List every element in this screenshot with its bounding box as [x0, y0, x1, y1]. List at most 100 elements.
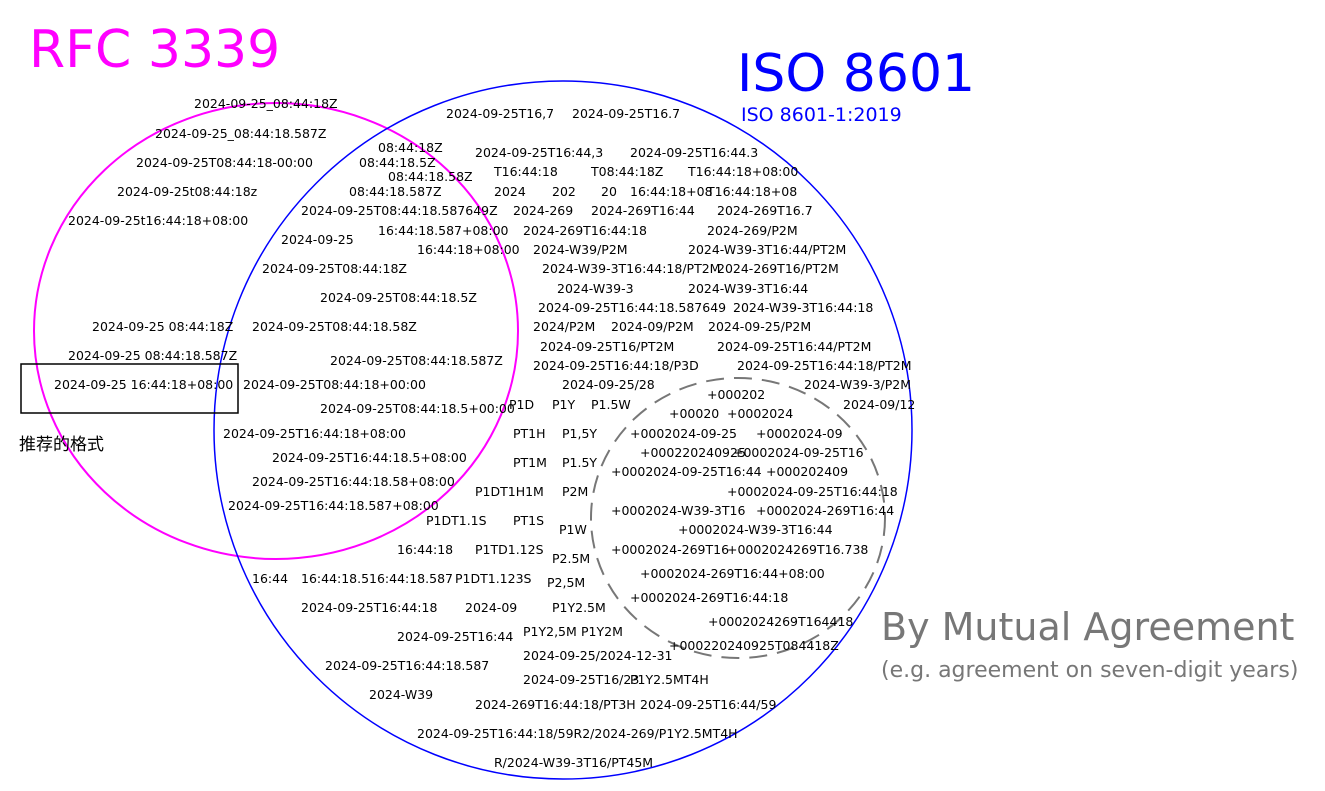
iso8601-title: ISO 8601 [737, 44, 976, 104]
iso-format-label: 16:44:18+08 [630, 184, 713, 199]
agreement-format-label: +0002024-269T16:44:18 [630, 590, 789, 605]
iso-format-label: 2024-269T16:44 [591, 203, 695, 218]
rfc-format-label: 2024-09-25_08:44:18.587Z [155, 126, 327, 141]
iso-format-label: 16:44:18.587 [369, 571, 453, 586]
iso-format-label: 2024-09-25/2024-12-31 [523, 648, 673, 663]
rfc3339-title: RFC 3339 [29, 20, 281, 80]
iso-format-label: P1.5Y [562, 455, 598, 470]
iso-format-label: 16:44:18 [397, 542, 454, 557]
iso8601-subtitle: ISO 8601-1:2019 [741, 104, 902, 126]
iso-format-label: P2M [562, 484, 589, 499]
shared-format-label: 2024-09-25T08:44:18Z [262, 261, 407, 276]
iso-format-label: 2024-09-25T16:44:18.587 [325, 658, 490, 673]
agreement-format-label: +0002024-269T16:44+08:00 [640, 566, 825, 581]
iso-format-label: 2024-09-25/28 [562, 377, 655, 392]
shared-format-label: 08:44:18Z [378, 140, 443, 155]
agreement-format-label: +0002024-09-25T16 [733, 445, 864, 460]
iso-format-label: P2,5M [547, 575, 586, 590]
agreement-format-label: +000220240925T084418Z [669, 638, 839, 653]
iso-format-label: 2024-W39 [369, 687, 434, 702]
shared-format-label: 16:44:18.587+08:00 [378, 223, 509, 238]
iso-format-label: 2024-09-25T16:44.3 [630, 145, 759, 160]
agreement-format-label: +0002024-09-25T16:44 [611, 464, 762, 479]
iso-format-label: P1Y2,5M [523, 624, 577, 639]
iso-format-label: 2024-09-25/P2M [708, 319, 812, 334]
rfc-format-label: 2024-09-25 08:44:18.587Z [68, 348, 238, 363]
iso-format-label: P1.5W [591, 397, 631, 412]
iso-format-label: 2024-09 [465, 600, 518, 615]
iso-format-label: P1Y2.5MT4H [630, 672, 709, 687]
shared-format-label: 2024-09-25 [281, 232, 354, 247]
shared-format-label: 2024-09-25T08:44:18+00:00 [243, 377, 426, 392]
iso-format-label: PT1M [513, 455, 547, 470]
agreement-format-label: +0002024-W39-3T16:44 [678, 522, 833, 537]
agreement-title: By Mutual Agreement [881, 605, 1295, 649]
iso-format-label: 202 [552, 184, 576, 199]
iso-format-label: 2024-09-25T16,7 [446, 106, 555, 121]
iso-format-label: P1D [509, 397, 535, 412]
shared-format-label: 2024-09-25T16:44:18.587+08:00 [228, 498, 439, 513]
iso-format-label: 2024-W39/P2M [533, 242, 628, 257]
iso-format-label: T16:44:18 [494, 164, 558, 179]
shared-format-label: 2024-09-25T16:44:18.5+08:00 [272, 450, 467, 465]
shared-format-label: 2024-09-25T08:44:18.587649Z [301, 203, 498, 218]
agreement-subtitle: (e.g. agreement on seven-digit years) [881, 658, 1299, 683]
iso-format-label: T16:44:18+08 [707, 184, 798, 199]
rfc-format-label: 2024-09-25T08:44:18-00:00 [136, 155, 313, 170]
shared-format-label: 2024-09-25T08:44:18.587Z [330, 353, 503, 368]
agreement-format-label: +000220240925 [640, 445, 746, 460]
iso-format-label: 2024-09/12 [843, 397, 916, 412]
iso-format-label: 2024-09-25T16:44,3 [475, 145, 604, 160]
iso-format-label: 2024-09-25T16:44:18.587649 [538, 300, 727, 315]
rfc-format-label: 2024-09-25 08:44:18Z [92, 319, 234, 334]
iso-format-label: P2.5M [552, 551, 591, 566]
iso-format-label: 2024-W39-3T16:44 [688, 281, 809, 296]
iso-format-label: 2024-W39-3T16:44:18 [733, 300, 874, 315]
iso-format-label: 2024-09-25T16:44 [397, 629, 514, 644]
agreement-format-label: +0002024-09-25 [630, 426, 737, 441]
recommended-format-label: 推荐的格式 [19, 435, 104, 455]
shared-format-label: 16:44:18+08:00 [417, 242, 520, 257]
iso-format-label: T08:44:18Z [591, 164, 664, 179]
iso-format-label: P1DT1H1M [475, 484, 544, 499]
iso-format-label: 2024-09-25T16.7 [572, 106, 681, 121]
iso-format-label: P1Y2.5M [552, 600, 606, 615]
iso-format-label: 2024-W39-3T16:44/PT2M [688, 242, 847, 257]
rfc-format-label: 2024-09-25_08:44:18Z [194, 96, 338, 111]
shared-format-label: 2024-09-25T16:44:18+08:00 [223, 426, 406, 441]
iso8601-circle [213, 80, 913, 780]
shared-format-label: 08:44:18.587Z [349, 184, 442, 199]
agreement-format-label: +0002024 [727, 406, 794, 421]
iso-format-label: 2024-269T16.7 [717, 203, 813, 218]
agreement-format-label: +000202 [707, 387, 766, 402]
rfc-format-label: 2024-09-25t16:44:18+08:00 [68, 213, 249, 228]
agreement-format-label: +0002024269T164418 [708, 614, 854, 629]
shared-format-label: 2024-09-25T08:44:18.5Z [320, 290, 477, 305]
agreement-format-label: +000202409 [766, 464, 849, 479]
iso-format-label: 2024-09-25T16/PT2M [540, 339, 675, 354]
rfc-format-label: 2024-09-25 16:44:18+08:00 [54, 377, 234, 392]
iso-format-label: 2024-09-25T16:44/59 [640, 697, 777, 712]
iso-format-label: P1,5Y [562, 426, 598, 441]
agreement-format-label: +0002024-269T16:44 [756, 503, 895, 518]
iso-format-label: 2024-269 [513, 203, 574, 218]
agreement-format-label: +0002024269T16.738 [727, 542, 869, 557]
recommended-format-box [20, 363, 239, 414]
iso-format-label: 2024-09-25T16:44:18/59R2/2024-269/P1Y2.5… [417, 726, 738, 741]
rfc3339-circle [33, 102, 519, 560]
iso-format-label: 2024-09-25T16:44:18 [301, 600, 438, 615]
agreement-format-label: +0002024-W39-3T16 [611, 503, 746, 518]
shared-format-label: 2024-09-25T08:44:18.5+00:00 [320, 401, 515, 416]
agreement-dashed-circle [590, 377, 886, 659]
agreement-format-label: +0002024-269T16 [611, 542, 730, 557]
iso-format-label: PT1S [513, 513, 545, 528]
iso-format-label: T16:44:18+08:00 [688, 164, 799, 179]
shared-format-label: 2024-09-25T08:44:18.58Z [252, 319, 417, 334]
iso-format-label: PT1H [513, 426, 546, 441]
iso-format-label: P1TD1.12S [475, 542, 544, 557]
iso-format-label: 2024-09-25T16:44:18/PT2M [737, 358, 912, 373]
shared-format-label: 08:44:18.5Z [359, 155, 436, 170]
iso-format-label: 2024-269T16:44:18 [523, 223, 647, 238]
